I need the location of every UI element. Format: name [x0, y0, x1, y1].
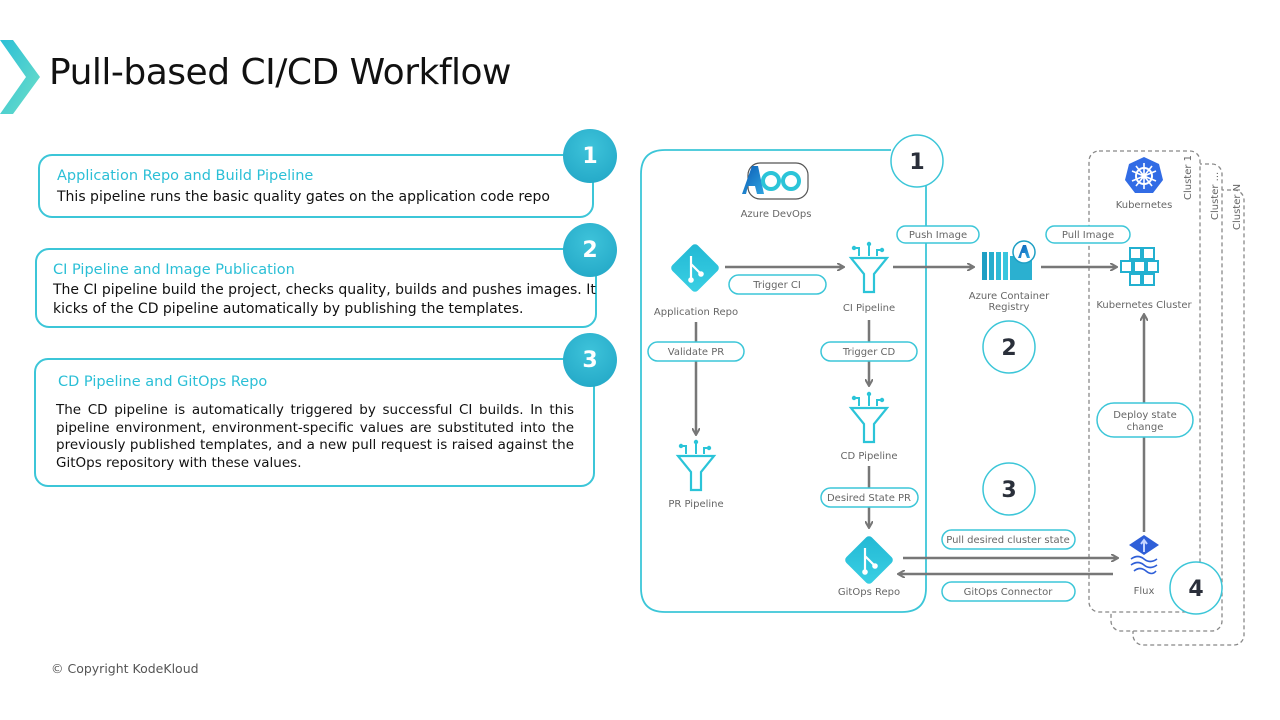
azure-container-registry-icon — [982, 240, 1036, 280]
step-2-body: The CI pipeline build the project, check… — [53, 282, 596, 317]
pill-validate-pr: Validate PR — [647, 341, 745, 362]
copyright-footer: © Copyright KodeKloud — [51, 661, 199, 676]
svg-text:Pull desired cluster state: Pull desired cluster state — [946, 535, 1070, 546]
pill-trigger-ci: Trigger CI — [728, 274, 827, 295]
stage-4-circle — [1169, 561, 1223, 615]
step-1-body: This pipeline runs the basic quality gat… — [57, 189, 550, 205]
page-title: Pull-based CI/CD Workflow — [49, 52, 512, 93]
step-card-1: Application Repo and Build Pipeline This… — [38, 154, 594, 218]
kubernetes-logo-icon — [1125, 157, 1163, 193]
cd-pipeline-label: CD Pipeline — [841, 451, 898, 462]
svg-text:Trigger CD: Trigger CD — [842, 347, 896, 358]
svg-text:GitOps Connector: GitOps Connector — [964, 587, 1054, 598]
ci-pipeline-funnel-icon — [848, 241, 890, 294]
step-1-title: Application Repo and Build Pipeline — [57, 168, 314, 184]
stage-1-number: 1 — [909, 150, 924, 175]
step-2-badge: 2 — [563, 223, 617, 277]
azure-devops-logo-icon — [742, 162, 809, 200]
step-3-title: CD Pipeline and GitOps Repo — [58, 374, 268, 390]
step-3-body: The CD pipeline is automatically trigger… — [56, 402, 574, 471]
step-2-title: CI Pipeline and Image Publication — [53, 262, 295, 278]
cd-pipeline-funnel-icon — [848, 391, 890, 444]
stage-3-number: 3 — [1001, 478, 1016, 503]
azure-devops-label: Azure DevOps — [741, 209, 812, 220]
svg-text:Pull Image: Pull Image — [1062, 230, 1114, 241]
pr-pipeline-funnel-icon — [675, 439, 717, 492]
application-repo-label: Application Repo — [654, 307, 738, 318]
kubernetes-cluster-label: Kubernetes Cluster — [1096, 300, 1192, 311]
cluster-n-label: Cluster N — [1232, 184, 1243, 230]
svg-text:Trigger CI: Trigger CI — [752, 280, 801, 291]
svg-text:Push Image: Push Image — [909, 230, 967, 241]
svg-text:Validate PR: Validate PR — [668, 347, 725, 358]
step-card-2: CI Pipeline and Image Publication The CI… — [35, 248, 597, 328]
pill-trigger-cd: Trigger CD — [820, 341, 918, 362]
svg-text:Desired State PR: Desired State PR — [827, 493, 911, 504]
pill-deploy-state-change: Deploy state change — [1096, 402, 1194, 438]
gitops-repo-label: GitOps Repo — [838, 587, 900, 598]
cluster-mid-label: Cluster ... — [1210, 172, 1221, 220]
stage-2-circle — [982, 320, 1036, 374]
ci-pipeline-label: CI Pipeline — [843, 303, 895, 314]
stage-1-circle — [890, 134, 944, 188]
acr-label-line2: Registry — [989, 302, 1030, 313]
pill-gitops-connector: GitOps Connector — [941, 581, 1076, 602]
stage-2-number: 2 — [1001, 336, 1016, 361]
step-card-3: CD Pipeline and GitOps Repo The CD pipel… — [34, 358, 595, 487]
flux-icon — [1129, 535, 1159, 575]
stage-4-number: 4 — [1188, 577, 1203, 602]
azure-devops-frame — [640, 149, 927, 613]
svg-text:change: change — [1127, 422, 1164, 433]
pr-pipeline-label: PR Pipeline — [668, 499, 723, 510]
pill-pull-desired-cluster-state: Pull desired cluster state — [941, 529, 1076, 550]
step-3-badge: 3 — [563, 333, 617, 387]
step-1-badge: 1 — [563, 129, 617, 183]
svg-text:Deploy state: Deploy state — [1113, 410, 1177, 421]
cluster-1-label: Cluster 1 — [1183, 155, 1194, 200]
stage-3-circle — [982, 462, 1036, 516]
kubernetes-label: Kubernetes — [1116, 200, 1173, 211]
pill-pull-image: Pull Image — [1045, 225, 1131, 244]
pill-push-image: Push Image — [896, 225, 980, 244]
flux-label: Flux — [1134, 586, 1155, 597]
acr-label-line1: Azure Container — [969, 291, 1050, 302]
application-repo-git-icon — [671, 244, 719, 292]
pill-desired-state-pr: Desired State PR — [820, 487, 919, 508]
kubernetes-cluster-icon — [1120, 247, 1159, 286]
kodekloud-chevron-logo — [0, 40, 40, 114]
gitops-repo-git-icon — [845, 536, 893, 584]
